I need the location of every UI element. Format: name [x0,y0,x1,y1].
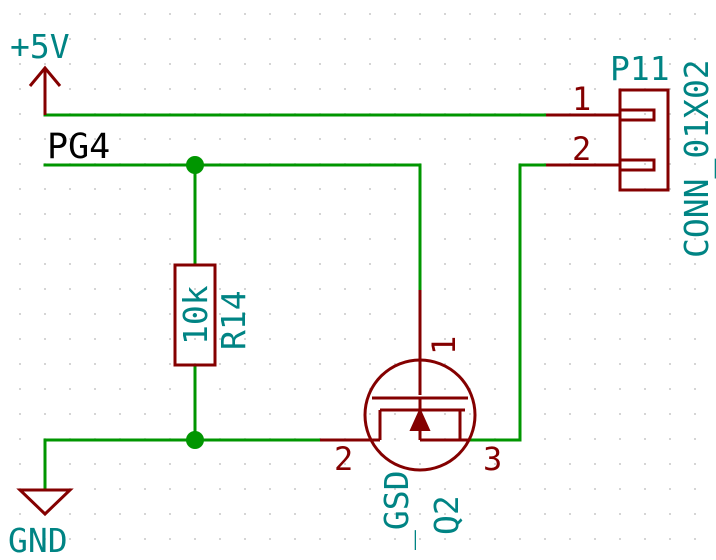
mosfet-reference[interactable]: Q2 [427,495,466,535]
connector-symbol[interactable] [546,88,670,192]
connector-pin1-number: 1 [572,80,591,118]
mosfet-diode-arrow [409,407,431,431]
mosfet-pin2-number: 2 [334,440,353,478]
mosfet-pin1-number: 1 [425,336,463,355]
resistor-symbol[interactable] [173,263,217,367]
power-label: +5V [10,27,70,66]
junction-pg4[interactable] [186,156,204,174]
resistor-value[interactable]: 10k [176,285,215,345]
ground-symbol[interactable] [16,488,74,517]
mosfet-symbol[interactable] [320,290,477,472]
ground-label: GND [8,521,68,560]
mosfet-value[interactable]: _GSD [377,471,417,550]
mosfet-pin3-number: 3 [483,440,502,478]
wires [43,113,548,490]
power-symbol-5v[interactable] [28,65,62,115]
connector-pin2-number: 2 [572,130,591,168]
connector-value[interactable]: CONN_01X02 [677,59,716,258]
resistor-reference[interactable]: R14 [214,290,253,350]
junction-gnd[interactable] [186,431,204,449]
net-label-pg4[interactable]: PG4 [47,127,110,167]
connector-reference[interactable]: P11 [610,49,670,88]
